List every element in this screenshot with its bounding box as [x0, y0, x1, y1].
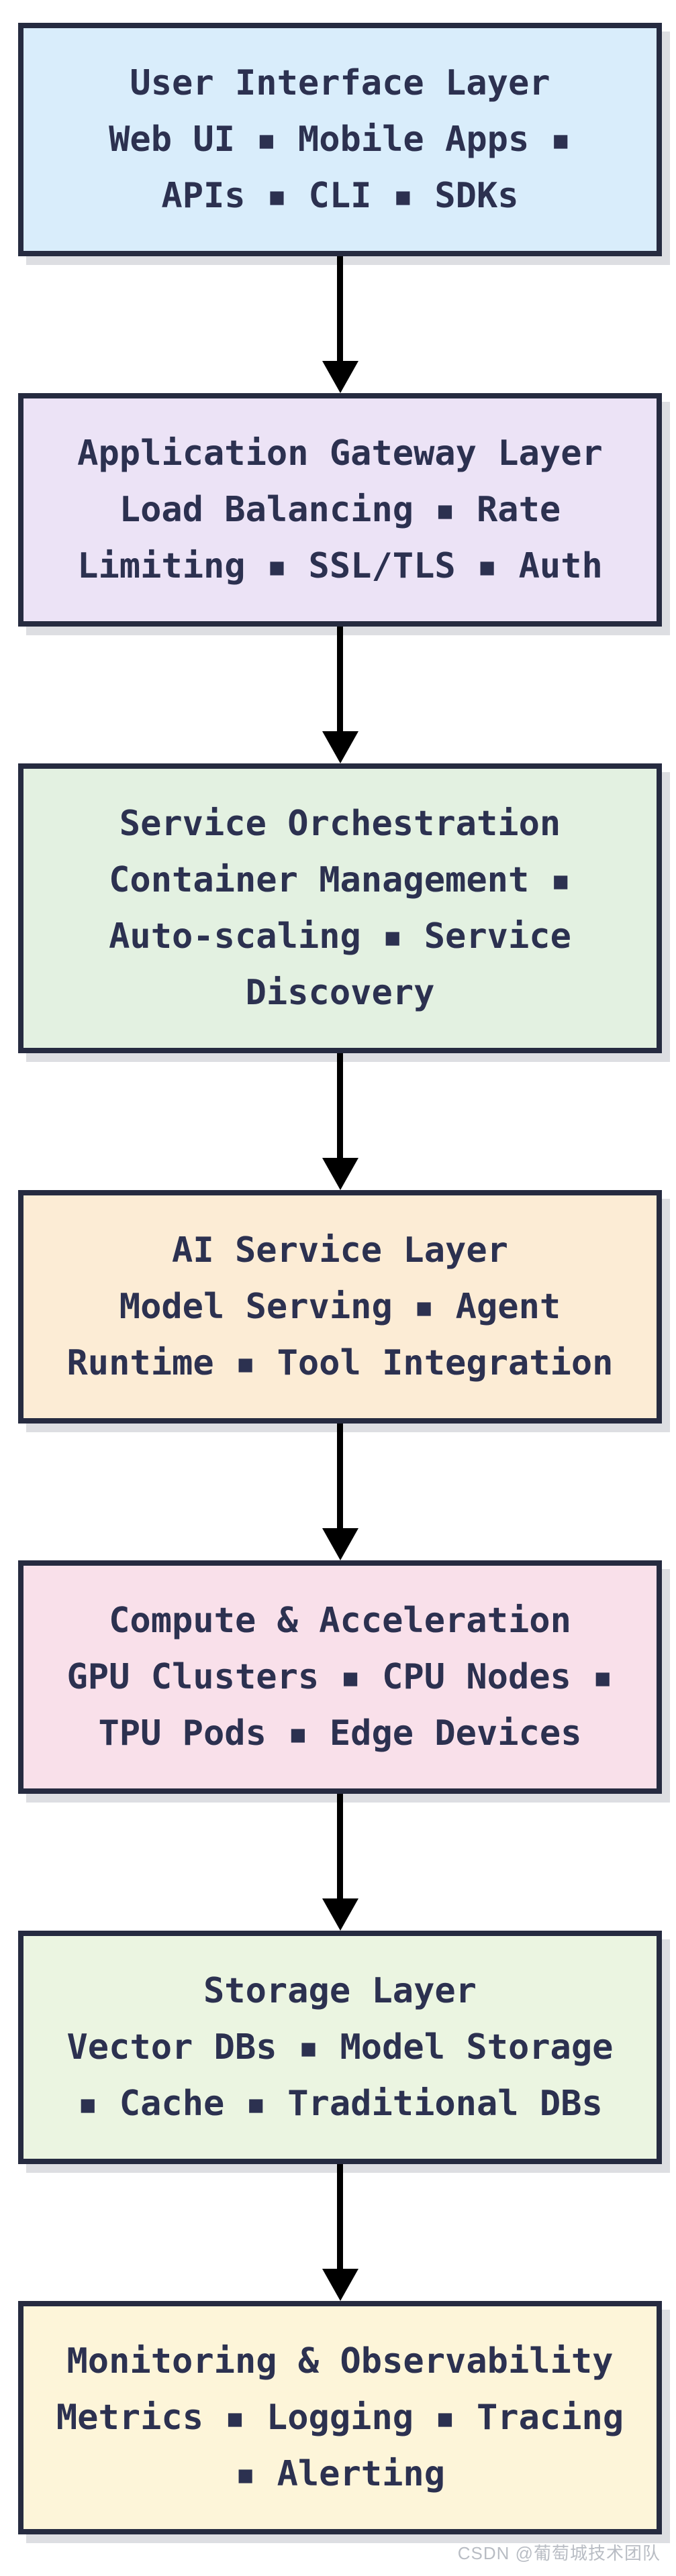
flow-node-service-orchestration: Service Orchestration Container Manageme…: [18, 763, 662, 1053]
node-title: User Interface Layer: [130, 63, 550, 103]
node-title: Monitoring & Observability: [66, 2341, 614, 2381]
node-items: GPU Clusters ▪ CPU Nodes ▪ TPU Pods ▪ Ed…: [66, 1657, 614, 1754]
node-items: Load Balancing ▪ Rate Limiting ▪ SSL/TLS…: [77, 490, 603, 586]
flow-node-ai-service-layer: AI Service Layer Model Serving ▪ Agent R…: [18, 1190, 662, 1424]
flow-node-user-interface-layer: User Interface Layer Web UI ▪ Mobile App…: [18, 23, 662, 256]
node-items: Model Serving ▪ Agent Runtime ▪ Tool Int…: [66, 1287, 614, 1383]
node-items: Metrics ▪ Logging ▪ Tracing ▪ Alerting: [56, 2398, 624, 2494]
arrow-head-icon: [322, 361, 358, 393]
node-title: Service Orchestration: [119, 804, 561, 844]
arrow-line: [337, 1794, 343, 1899]
node-items: Web UI ▪ Mobile Apps ▪ APIs ▪ CLI ▪ SDKs: [109, 119, 571, 216]
node-items: Container Management ▪ Auto-scaling ▪ Se…: [109, 860, 571, 1013]
arrow-head-icon: [322, 2269, 358, 2301]
down-arrow: [18, 627, 662, 763]
arrow-line: [337, 627, 343, 732]
down-arrow: [18, 2164, 662, 2301]
node-title: Application Gateway Layer: [77, 433, 603, 474]
csdn-watermark: CSDN @葡萄城技术团队: [457, 2543, 661, 2563]
node-title: AI Service Layer: [172, 1230, 508, 1271]
down-arrow: [18, 256, 662, 393]
arrow-head-icon: [322, 731, 358, 763]
down-arrow: [18, 1794, 662, 1931]
node-title: Compute & Acceleration: [109, 1601, 571, 1641]
down-arrow: [18, 1053, 662, 1190]
down-arrow: [18, 1424, 662, 1560]
arrow-line: [337, 256, 343, 362]
flow-node-application-gateway-layer: Application Gateway Layer Load Balancing…: [18, 393, 662, 627]
node-title: Storage Layer: [203, 1971, 477, 2011]
flow-node-monitoring-observability: Monitoring & Observability Metrics ▪ Log…: [18, 2301, 662, 2534]
arrow-line: [337, 1053, 343, 1159]
arrow-head-icon: [322, 1528, 358, 1560]
flow-node-storage-layer: Storage Layer Vector DBs ▪ Model Storage…: [18, 1931, 662, 2164]
arrow-head-icon: [322, 1898, 358, 1931]
arrow-line: [337, 2164, 343, 2269]
arrow-head-icon: [322, 1158, 358, 1190]
flow-node-compute-acceleration: Compute & Acceleration GPU Clusters ▪ CP…: [18, 1560, 662, 1794]
node-items: Vector DBs ▪ Model Storage ▪ Cache ▪ Tra…: [66, 2027, 614, 2124]
arrow-line: [337, 1424, 343, 1529]
